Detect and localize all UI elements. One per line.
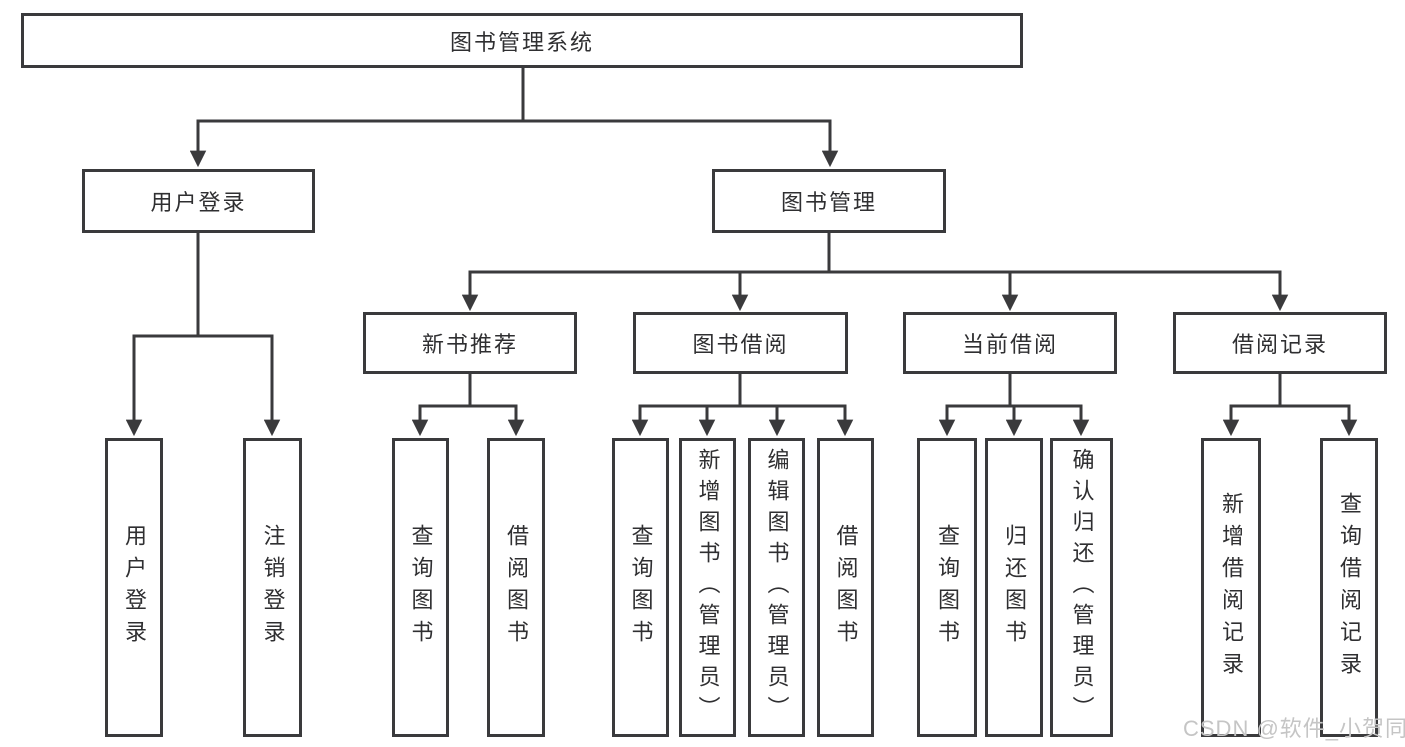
- leaf-edit-book: 编辑图书（管理员）: [748, 438, 805, 737]
- leaf-logout-label: 注销登录: [260, 523, 286, 652]
- leaf-return-book: 归还图书: [985, 438, 1043, 737]
- node-borrow-records: 借阅记录: [1173, 312, 1387, 374]
- leaf-query-book-3: 查询图书: [917, 438, 977, 737]
- watermark: CSDN @软件_小贺同学: [1183, 716, 1405, 741]
- leaf-query-borrow-record-label: 查询借阅记录: [1337, 491, 1362, 684]
- node-user-login: 用户登录: [82, 169, 315, 233]
- leaf-query-book-2-label: 查询图书: [628, 523, 654, 652]
- leaf-logout: 注销登录: [243, 438, 302, 737]
- node-book-mgmt: 图书管理: [712, 169, 946, 233]
- leaf-user-login: 用户登录: [105, 438, 163, 737]
- leaf-query-book-1: 查询图书: [392, 438, 449, 737]
- node-user-login-label: 用户登录: [150, 190, 247, 215]
- leaf-borrow-book-1: 借阅图书: [487, 438, 545, 737]
- leaf-query-book-3-label: 查询图书: [935, 523, 960, 652]
- node-new-book-rec: 新书推荐: [363, 312, 577, 374]
- connector-new-book-rec-children: [411, 373, 525, 437]
- node-book-borrow: 图书借阅: [633, 312, 848, 374]
- leaf-add-book-label: 新增图书（管理员）: [695, 448, 721, 727]
- leaf-confirm-return: 确认归还（管理员）: [1050, 438, 1113, 737]
- leaf-return-book-label: 归还图书: [1002, 523, 1027, 652]
- node-book-borrow-label: 图书借阅: [692, 332, 789, 357]
- connector-book-borrow-children: [631, 373, 854, 437]
- leaf-add-book: 新增图书（管理员）: [679, 438, 736, 737]
- leaf-query-book-1-label: 查询图书: [408, 523, 434, 652]
- leaf-borrow-book-2-label: 借阅图书: [833, 523, 859, 652]
- leaf-query-book-2: 查询图书: [612, 438, 669, 737]
- node-library-system: 图书管理系统: [21, 13, 1023, 68]
- node-book-mgmt-label: 图书管理: [780, 190, 877, 215]
- leaf-query-borrow-record: 查询借阅记录: [1320, 438, 1378, 737]
- leaf-user-login-label: 用户登录: [122, 523, 147, 652]
- leaf-borrow-book-1-label: 借阅图书: [504, 523, 529, 652]
- leaf-add-borrow-record: 新增借阅记录: [1201, 438, 1261, 737]
- node-library-system-label: 图书管理系统: [449, 29, 594, 55]
- leaf-edit-book-label: 编辑图书（管理员）: [764, 448, 790, 727]
- connector-current-borrow-children: [938, 373, 1090, 437]
- leaf-confirm-return-label: 确认归还（管理员）: [1069, 448, 1095, 727]
- connector-book-mgmt-children: [461, 231, 1289, 312]
- node-current-borrow: 当前借阅: [903, 312, 1117, 374]
- node-borrow-records-label: 借阅记录: [1231, 332, 1328, 357]
- connector-borrow-records-children: [1222, 373, 1358, 437]
- connector-user-login-children: [125, 231, 281, 437]
- leaf-borrow-book-2: 借阅图书: [817, 438, 874, 737]
- leaf-add-borrow-record-label: 新增借阅记录: [1219, 491, 1244, 684]
- node-current-borrow-label: 当前借阅: [961, 332, 1058, 357]
- connector-root-to-level2: [189, 66, 839, 168]
- node-new-book-rec-label: 新书推荐: [421, 332, 518, 357]
